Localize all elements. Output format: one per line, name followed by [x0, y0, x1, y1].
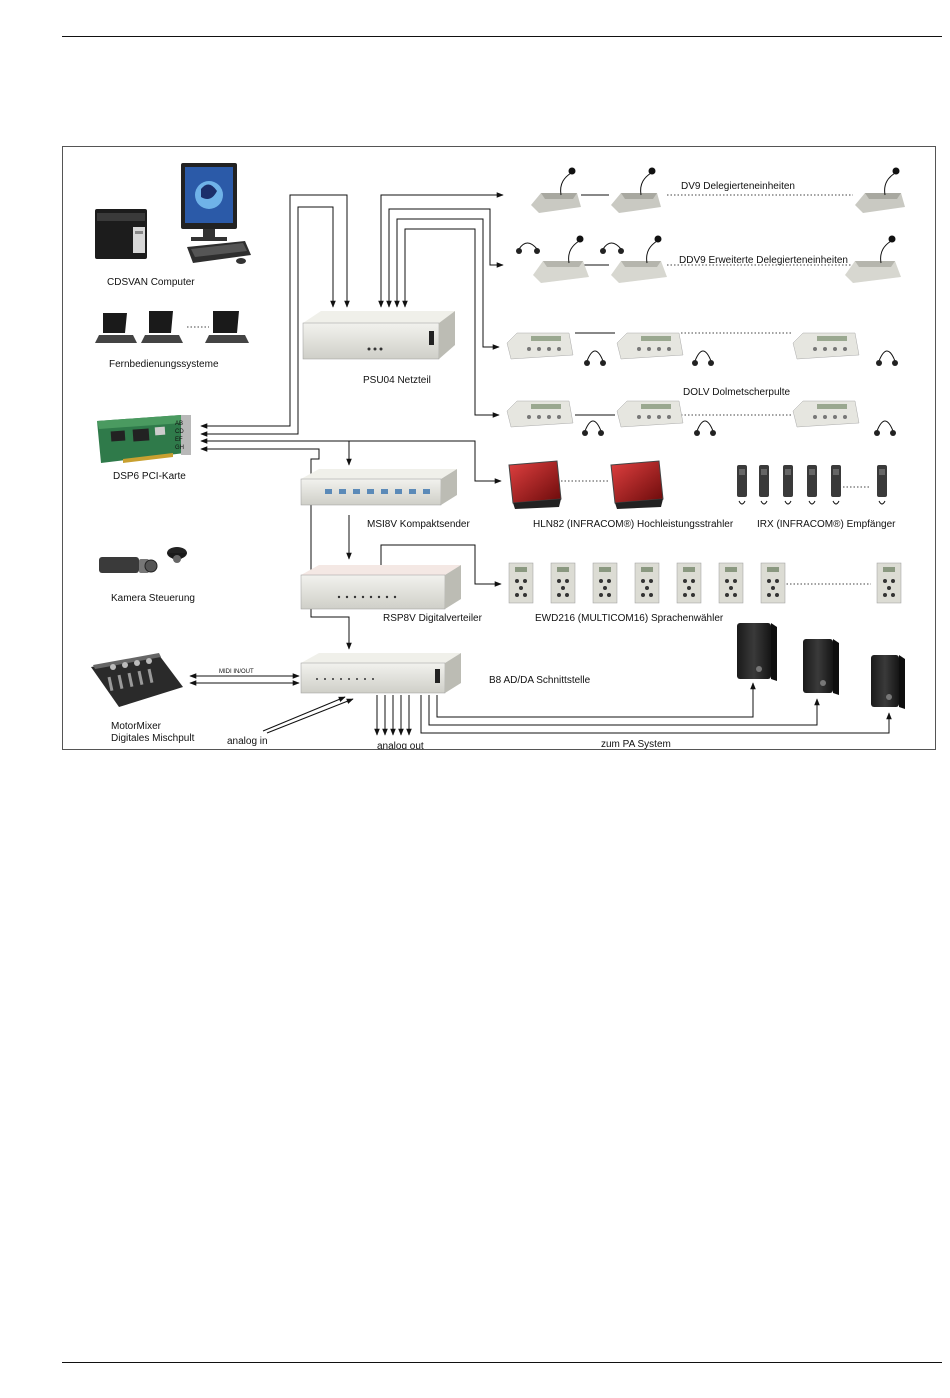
motormixer: [91, 653, 183, 707]
port-label-ef: EF: [175, 437, 183, 443]
dv9-label: DV9 Delegierteneinheiten: [681, 181, 795, 192]
cdsvan-computer: [95, 163, 251, 264]
port-label-ab: AB: [175, 421, 183, 427]
b8-label: B8 AD/DA Schnittstelle: [489, 675, 591, 686]
pa-label: zum PA System: [601, 739, 671, 749]
msi-label: MSI8V Kompaktsender: [367, 519, 470, 530]
analog-out-label: analog out: [377, 741, 424, 749]
cdsvan-label: CDSVAN Computer: [107, 277, 195, 288]
camera-devices: [99, 547, 187, 573]
psu-label: PSU04 Netzteil: [363, 375, 431, 386]
motormixer-label-2: Digitales Mischpult: [111, 733, 195, 744]
dsp-label: DSP6 PCI-Karte: [113, 471, 186, 482]
dolv-label: DOLV Dolmetscherpulte: [683, 387, 791, 398]
ddv9-units: [516, 235, 901, 283]
dsp6-pci-card: [97, 415, 191, 463]
rsp-label: RSP8V Digitalverteiler: [383, 613, 483, 624]
motormixer-label-1: MotorMixer: [111, 721, 162, 732]
b8-rack: [300, 653, 461, 694]
hln82-radiators: [508, 460, 664, 509]
psu04-rack: [302, 311, 455, 360]
system-diagram: CDSVAN Computer Fernbedienungssysteme AB…: [62, 146, 936, 750]
hln-label: HLN82 (INFRACOM®) Hochleistungsstrahler: [533, 519, 734, 530]
irx-label: IRX (INFRACOM®) Empfänger: [757, 519, 896, 530]
camera-label: Kamera Steuerung: [111, 593, 195, 604]
ewd216-selectors: [508, 562, 902, 604]
diagram-canvas: CDSVAN Computer Fernbedienungssysteme AB…: [91, 163, 905, 749]
port-label-cd: CD: [175, 429, 184, 435]
ddv9-label: DDV9 Erweiterte Delegierteneinheiten: [679, 255, 848, 266]
pa-speakers: [737, 623, 905, 709]
msi8v-rack: [300, 469, 457, 506]
port-label-gh: GH: [175, 445, 184, 451]
analog-in-label: analog in: [227, 736, 268, 747]
footer-rule: [62, 1362, 942, 1363]
remote-label: Fernbedienungssysteme: [109, 359, 219, 370]
ewd-label: EWD216 (MULTICOM16) Sprachenwähler: [535, 613, 724, 624]
rsp8v-rack: [300, 565, 461, 610]
dv9-units: [531, 167, 905, 213]
remote-laptops: [95, 311, 249, 343]
header-rule: [62, 36, 942, 37]
midi-label: MIDI IN/OUT: [219, 669, 254, 675]
connection-lines: [189, 192, 892, 736]
irx-receivers: [737, 465, 887, 505]
dolv-desks: [506, 332, 898, 436]
